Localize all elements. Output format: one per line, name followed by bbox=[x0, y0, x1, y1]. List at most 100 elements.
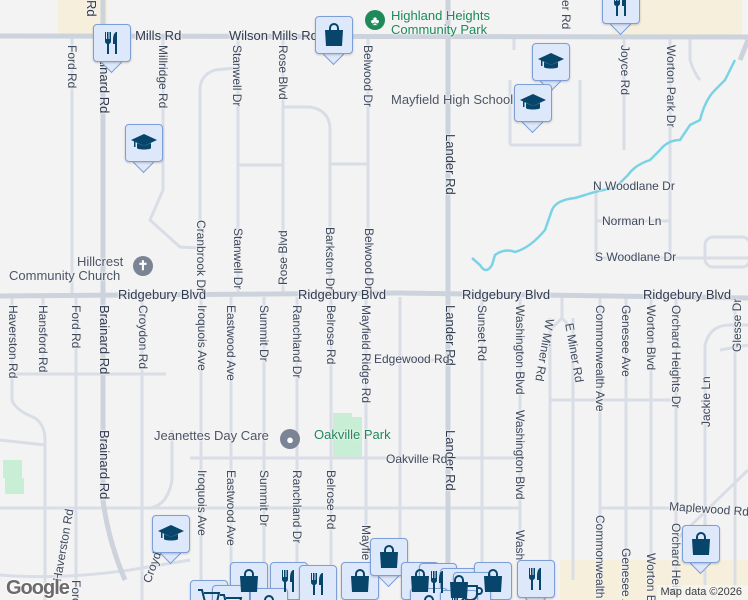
map-attribution[interactable]: Map data ©2026 bbox=[656, 585, 748, 600]
shopping-icon bbox=[380, 545, 398, 568]
shopping-marker[interactable] bbox=[682, 525, 720, 575]
education-marker[interactable] bbox=[152, 515, 190, 565]
street-label-summit: Summit Dr bbox=[257, 470, 271, 527]
street-label-ford: Forc bbox=[69, 580, 83, 600]
road-label-brainard: Brainard Rd bbox=[97, 430, 112, 500]
church-icon[interactable]: ✝ bbox=[133, 256, 153, 276]
street-label-genesee: Genesee Ave bbox=[619, 305, 633, 377]
shopping-marker[interactable] bbox=[230, 562, 268, 600]
street-label-ford: Ford Rd bbox=[65, 45, 79, 89]
restaurant-icon bbox=[281, 570, 294, 592]
education-icon bbox=[158, 525, 184, 541]
grocery-icon bbox=[198, 589, 221, 600]
street-label-mayfield-ridge: Mayfield Ridge Rd bbox=[359, 305, 373, 404]
shopping-marker[interactable] bbox=[315, 16, 353, 66]
street-label-cranbrook: Cranbrook Dr bbox=[194, 220, 208, 293]
street-label-ranchland: Ranchland Dr bbox=[290, 305, 304, 379]
road-label-lander: Lander Rd bbox=[443, 134, 458, 195]
road-label-wilson-mills: Wilson Mills Rd bbox=[229, 28, 318, 43]
restaurant-icon bbox=[452, 598, 464, 600]
poi-label-jeanettes-day-care[interactable]: Jeanettes Day Care bbox=[154, 428, 269, 443]
road-label-ridgebury: Ridgebury Blvd bbox=[118, 287, 207, 302]
street-label-genesee: Genesee A bbox=[619, 548, 633, 600]
education-marker[interactable] bbox=[125, 124, 163, 174]
poi-label-highland-park[interactable]: Highland Heights bbox=[391, 8, 491, 23]
street-label-belrose: Belrose Rd bbox=[324, 470, 338, 530]
street-label-ranchland: Ranchland Dr bbox=[290, 470, 304, 544]
restaurant-marker[interactable] bbox=[299, 565, 337, 600]
street-label-joyce: Joyce Rd bbox=[618, 45, 632, 96]
shopping-icon bbox=[351, 569, 369, 592]
street-label-washington: Wash bbox=[513, 530, 527, 561]
poi-label-mayfield-high-school[interactable]: Mayfield High School bbox=[391, 92, 514, 107]
shopping-icon bbox=[411, 569, 429, 592]
location-pin-icon[interactable]: ● bbox=[280, 429, 300, 449]
street-label-stanwell: Stanwell Dr bbox=[230, 45, 244, 107]
street-label-belwood: Belwood Dr bbox=[361, 45, 375, 108]
shopping-icon bbox=[424, 595, 434, 600]
street-label-barkston: Barkston Dr bbox=[323, 227, 337, 291]
street-label-summit: Summit Dr bbox=[257, 305, 271, 362]
shopping-icon bbox=[240, 569, 258, 592]
restaurant-icon bbox=[310, 573, 323, 595]
restaurant-marker[interactable] bbox=[517, 560, 555, 600]
restaurant-icon bbox=[528, 568, 541, 590]
street-label-iroquois: Iroquois Ave bbox=[195, 305, 209, 371]
restaurant-icon bbox=[613, 0, 626, 16]
shopping-marker[interactable] bbox=[250, 588, 288, 600]
street-label-orchard-heights: Orchard Heig bbox=[669, 523, 683, 595]
restaurant-icon bbox=[430, 571, 443, 593]
street-label-eastwood: Eastwood Ave bbox=[224, 305, 238, 381]
shopping-icon bbox=[264, 595, 274, 600]
road-label-wilson-mills: on Mills Rd bbox=[117, 28, 182, 43]
street-label-haverston: Haverston Rd bbox=[6, 305, 20, 379]
shopping-marker[interactable] bbox=[401, 562, 439, 600]
street-label-glesse: Glesse Dr bbox=[730, 298, 744, 352]
shopping-marker[interactable] bbox=[440, 568, 478, 600]
cafe-icon bbox=[462, 585, 483, 600]
street-label-hansford: Hansford Rd bbox=[36, 305, 50, 373]
road-label-brainard: Brainard Rd bbox=[97, 305, 112, 375]
road-label-ridgebury: Ridgebury Blvd bbox=[298, 287, 387, 302]
street-label-oakville: Oakville Rd bbox=[386, 452, 448, 466]
restaurant-marker[interactable] bbox=[93, 24, 131, 74]
street-label-orchard-heights: Orchard Heights Dr bbox=[669, 305, 683, 409]
park-icon[interactable]: ♣ bbox=[365, 10, 385, 30]
street-label-jackie: Jackie Ln bbox=[699, 376, 713, 427]
education-icon bbox=[131, 134, 157, 150]
shopping-icon bbox=[692, 532, 710, 555]
street-label-commonwealth: Commonwealth A bbox=[593, 515, 607, 600]
shopping-icon bbox=[484, 569, 502, 592]
shopping-marker[interactable] bbox=[370, 538, 408, 588]
poi-label-hillcrest[interactable]: Community Church bbox=[9, 268, 121, 283]
poi-label-highland-park[interactable]: Community Park bbox=[391, 22, 488, 37]
shopping-icon bbox=[325, 23, 343, 46]
shopping-marker[interactable] bbox=[341, 562, 379, 600]
street-label-stanwell: Stanwell Dr bbox=[231, 228, 245, 290]
street-label-worton: Worton Blvd bbox=[644, 305, 658, 371]
education-marker[interactable] bbox=[514, 84, 552, 134]
restaurant-marker[interactable] bbox=[602, 0, 640, 36]
street-label-iroquois: Iroquois Ave bbox=[195, 470, 209, 536]
street-label-washington: Washington Blvd bbox=[513, 305, 527, 395]
street-label-rose: Rose Blvd bbox=[276, 45, 290, 100]
street-label-washington: Washington Blvd bbox=[513, 410, 527, 500]
street-label-croydon: Croydon Rd bbox=[136, 305, 150, 370]
street-label-eastwood: Eastwood Ave bbox=[224, 470, 238, 546]
road-label-lander-top: er Rd bbox=[559, 0, 573, 30]
education-marker[interactable] bbox=[532, 43, 570, 93]
road-label-ridgebury: Ridgebury Blvd bbox=[462, 287, 551, 302]
restaurant-marker[interactable] bbox=[419, 563, 457, 600]
street-label-belwood: Belwood Dr bbox=[362, 228, 376, 291]
poi-label-hillcrest[interactable]: Hillcrest bbox=[77, 254, 124, 269]
street-label-millridge: Millridge Rd bbox=[156, 45, 170, 109]
street-label-s-woodlane: S Woodlane Dr bbox=[595, 250, 677, 264]
road-label-ridgebury: Ridgebury Blvd bbox=[643, 287, 732, 302]
street-label-belrose: Belrose Rd bbox=[324, 305, 338, 365]
street-label-commonwealth: Commonwealth Ave bbox=[593, 305, 607, 412]
poi-label-oakville-park[interactable]: Oakville Park bbox=[314, 427, 391, 442]
education-icon bbox=[520, 94, 546, 110]
grocery-marker[interactable] bbox=[212, 585, 250, 600]
